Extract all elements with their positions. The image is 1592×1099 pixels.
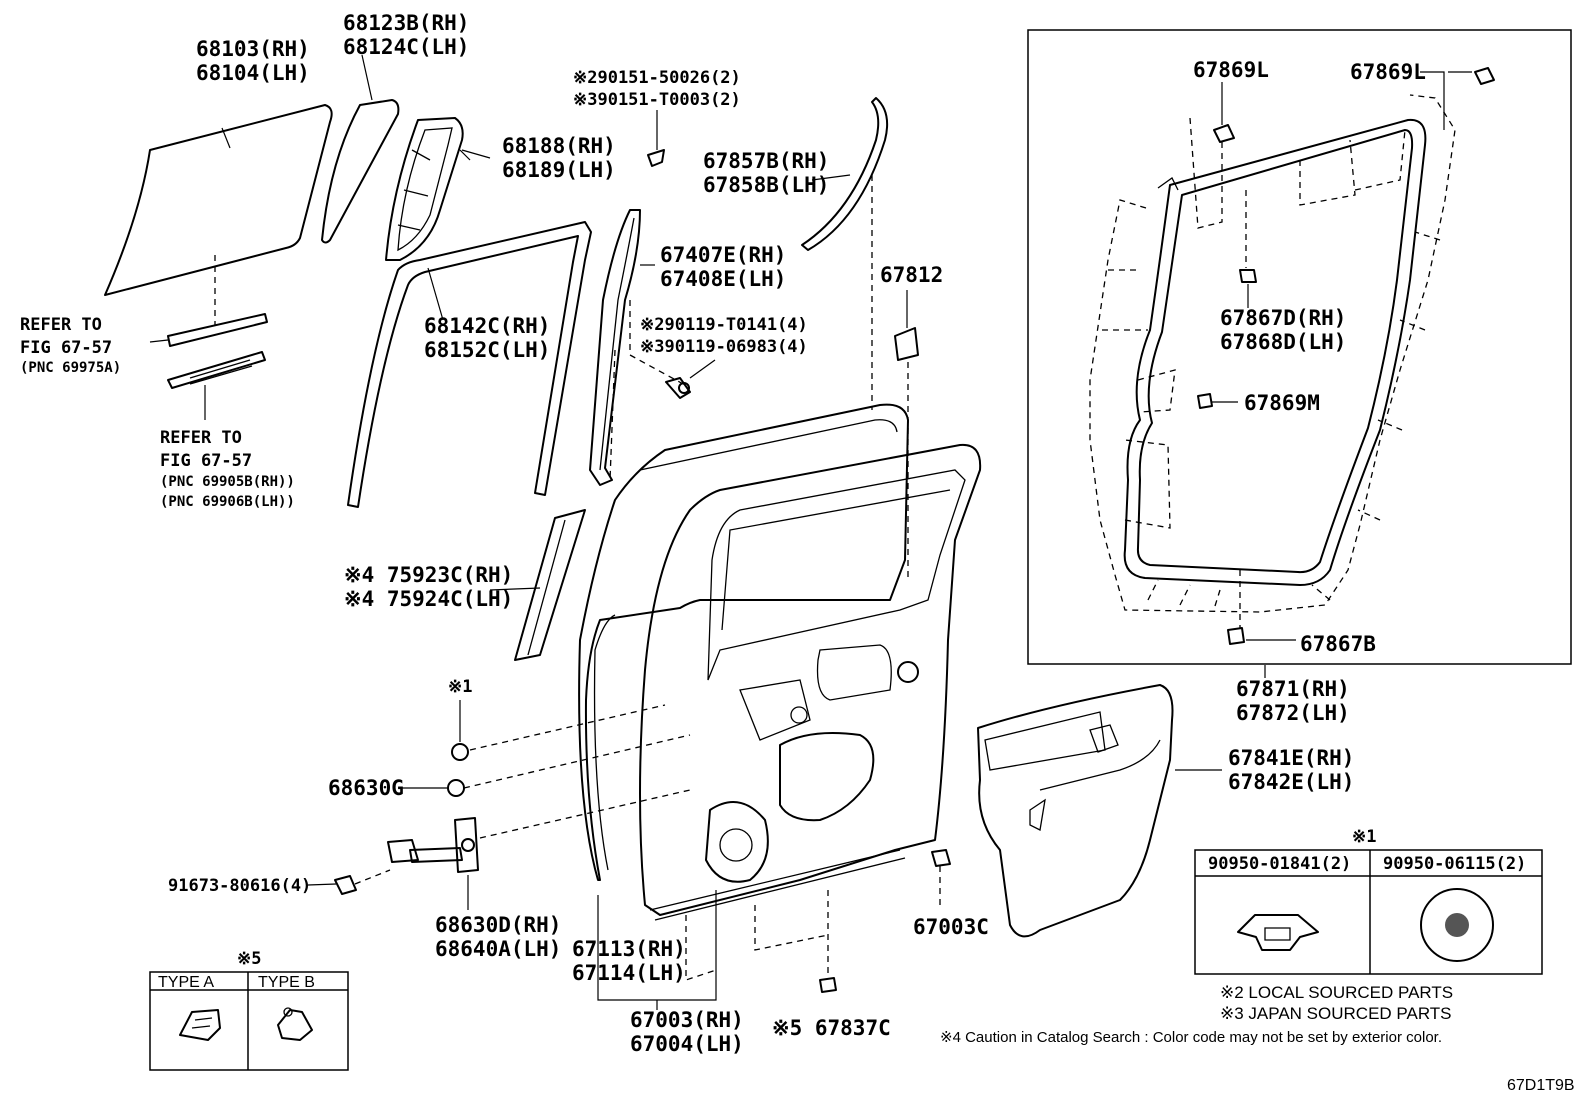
label-67837c: ※5 67837C: [772, 1016, 891, 1040]
label-67872: 67872(LH): [1236, 701, 1350, 725]
clip-67867d: [1239, 269, 1257, 283]
table5-col1: TYPE A: [158, 974, 214, 991]
door-outer-panel: [578, 403, 909, 881]
belt-moulding: [167, 313, 268, 389]
quarter-weatherstrip: [385, 117, 464, 261]
hinge-hardware: [334, 743, 479, 895]
side-trim: [514, 509, 586, 661]
label-67869l-b: 67869L: [1350, 60, 1426, 84]
clip-67869m: [1197, 393, 1213, 409]
leader-lines: [149, 54, 1472, 1010]
service-hole-cover: [977, 684, 1174, 938]
label-refer2-b: FIG 67-57: [160, 451, 252, 471]
label-refer2-a: REFER TO: [160, 428, 242, 448]
table1-col1: 90950-01841(2): [1208, 854, 1351, 874]
label-68189: 68189(LH): [502, 158, 616, 182]
label-67858: 67858B(LH): [703, 173, 829, 197]
label-68630g: 68630G: [328, 776, 404, 800]
label-68104: 68104(LH): [196, 61, 310, 85]
clip-67837c: [819, 977, 837, 993]
label-68142: 68142C(RH): [424, 314, 550, 338]
quarter-glass: [321, 99, 400, 244]
label-refer1-c: (PNC 69975A): [20, 360, 121, 376]
label-67867d: 67867D(RH): [1220, 306, 1346, 330]
label-67408: 67408E(LH): [660, 267, 786, 291]
glass-run-channel: [347, 221, 592, 508]
label-75924: ※4 75924C(LH): [344, 587, 513, 611]
label-67868d: 67868D(LH): [1220, 330, 1346, 354]
diagram-code: 67D1T9B: [1507, 1077, 1575, 1094]
label-67812: 67812: [880, 263, 943, 287]
footnotes: ※2 LOCAL SOURCED PARTS ※3 JAPAN SOURCED …: [940, 983, 1453, 1046]
label-68103: 68103(RH): [196, 37, 310, 61]
note-japan-sourced: ※3 JAPAN SOURCED PARTS: [1220, 1004, 1452, 1023]
clip-67867b: [1227, 627, 1245, 645]
outer-moulding: [801, 97, 889, 251]
table5-col2: TYPE B: [258, 974, 315, 991]
label-68123: 68123B(RH): [343, 11, 469, 35]
label-67842: 67842E(LH): [1228, 770, 1354, 794]
note-color-caution: ※4 Caution in Catalog Search : Color cod…: [940, 1029, 1442, 1046]
table1-col2: 90950-06115(2): [1383, 854, 1526, 874]
label-68630d: 68630D(RH): [435, 913, 561, 937]
table5-mark: ※5: [237, 949, 261, 969]
label-bolt1: ※290119-T0141(4): [640, 315, 808, 335]
label-91673: 91673-80616(4): [168, 876, 311, 896]
label-67113: 67113(RH): [572, 937, 686, 961]
label-68124: 68124C(LH): [343, 35, 469, 59]
pad-67812: [894, 327, 919, 361]
label-67867b: 67867B: [1300, 632, 1376, 656]
door-weatherstrip: [1123, 118, 1427, 586]
label-67869m: 67869M: [1244, 391, 1320, 415]
weatherstrip-detail-frame: [1027, 29, 1572, 665]
division-bar: [589, 209, 641, 486]
label-refer1-b: FIG 67-57: [20, 338, 112, 358]
note-local-sourced: ※2 LOCAL SOURCED PARTS: [1220, 983, 1453, 1002]
label-bolt2: ※390119-06983(4): [640, 337, 808, 357]
label-refer2-d: (PNC 69906B(LH)): [160, 494, 295, 510]
part-labels: 68103(RH) 68104(LH) 68123B(RH) 68124C(LH…: [20, 11, 1575, 1094]
label-67407: 67407E(RH): [660, 243, 786, 267]
door-inner-frame: [639, 443, 982, 921]
label-clip1: ※290151-50026(2): [573, 68, 741, 88]
table-star5: [149, 971, 349, 1071]
label-68188: 68188(RH): [502, 134, 616, 158]
label-67003: 67003(RH): [630, 1008, 744, 1032]
label-67114: 67114(LH): [572, 961, 686, 985]
clip-67869l: [1213, 67, 1495, 143]
label-67871: 67871(RH): [1236, 677, 1350, 701]
label-refer2-c: (PNC 69905B(RH)): [160, 474, 295, 490]
table-star1: [1194, 849, 1543, 975]
table-labels: ※1 90950-01841(2) 90950-06115(2) ※5 TYPE…: [158, 827, 1526, 991]
label-star1-clip: ※1: [448, 677, 472, 697]
label-67841: 67841E(RH): [1228, 746, 1354, 770]
clip-upper: [647, 149, 665, 167]
table1-mark: ※1: [1352, 827, 1376, 847]
label-67857: 67857B(RH): [703, 149, 829, 173]
label-refer1-a: REFER TO: [20, 315, 102, 335]
label-67869l-a: 67869L: [1193, 58, 1269, 82]
label-75923: ※4 75923C(RH): [344, 563, 513, 587]
label-67004: 67004(LH): [630, 1032, 744, 1056]
label-68152: 68152C(LH): [424, 338, 550, 362]
bolt-upper: [665, 377, 691, 399]
label-68640: 68640A(LH): [435, 937, 561, 961]
label-67003c: 67003C: [913, 915, 989, 939]
door-glass: [104, 104, 333, 296]
clip-67003c: [931, 849, 951, 867]
label-clip2: ※390151-T0003(2): [573, 90, 741, 110]
